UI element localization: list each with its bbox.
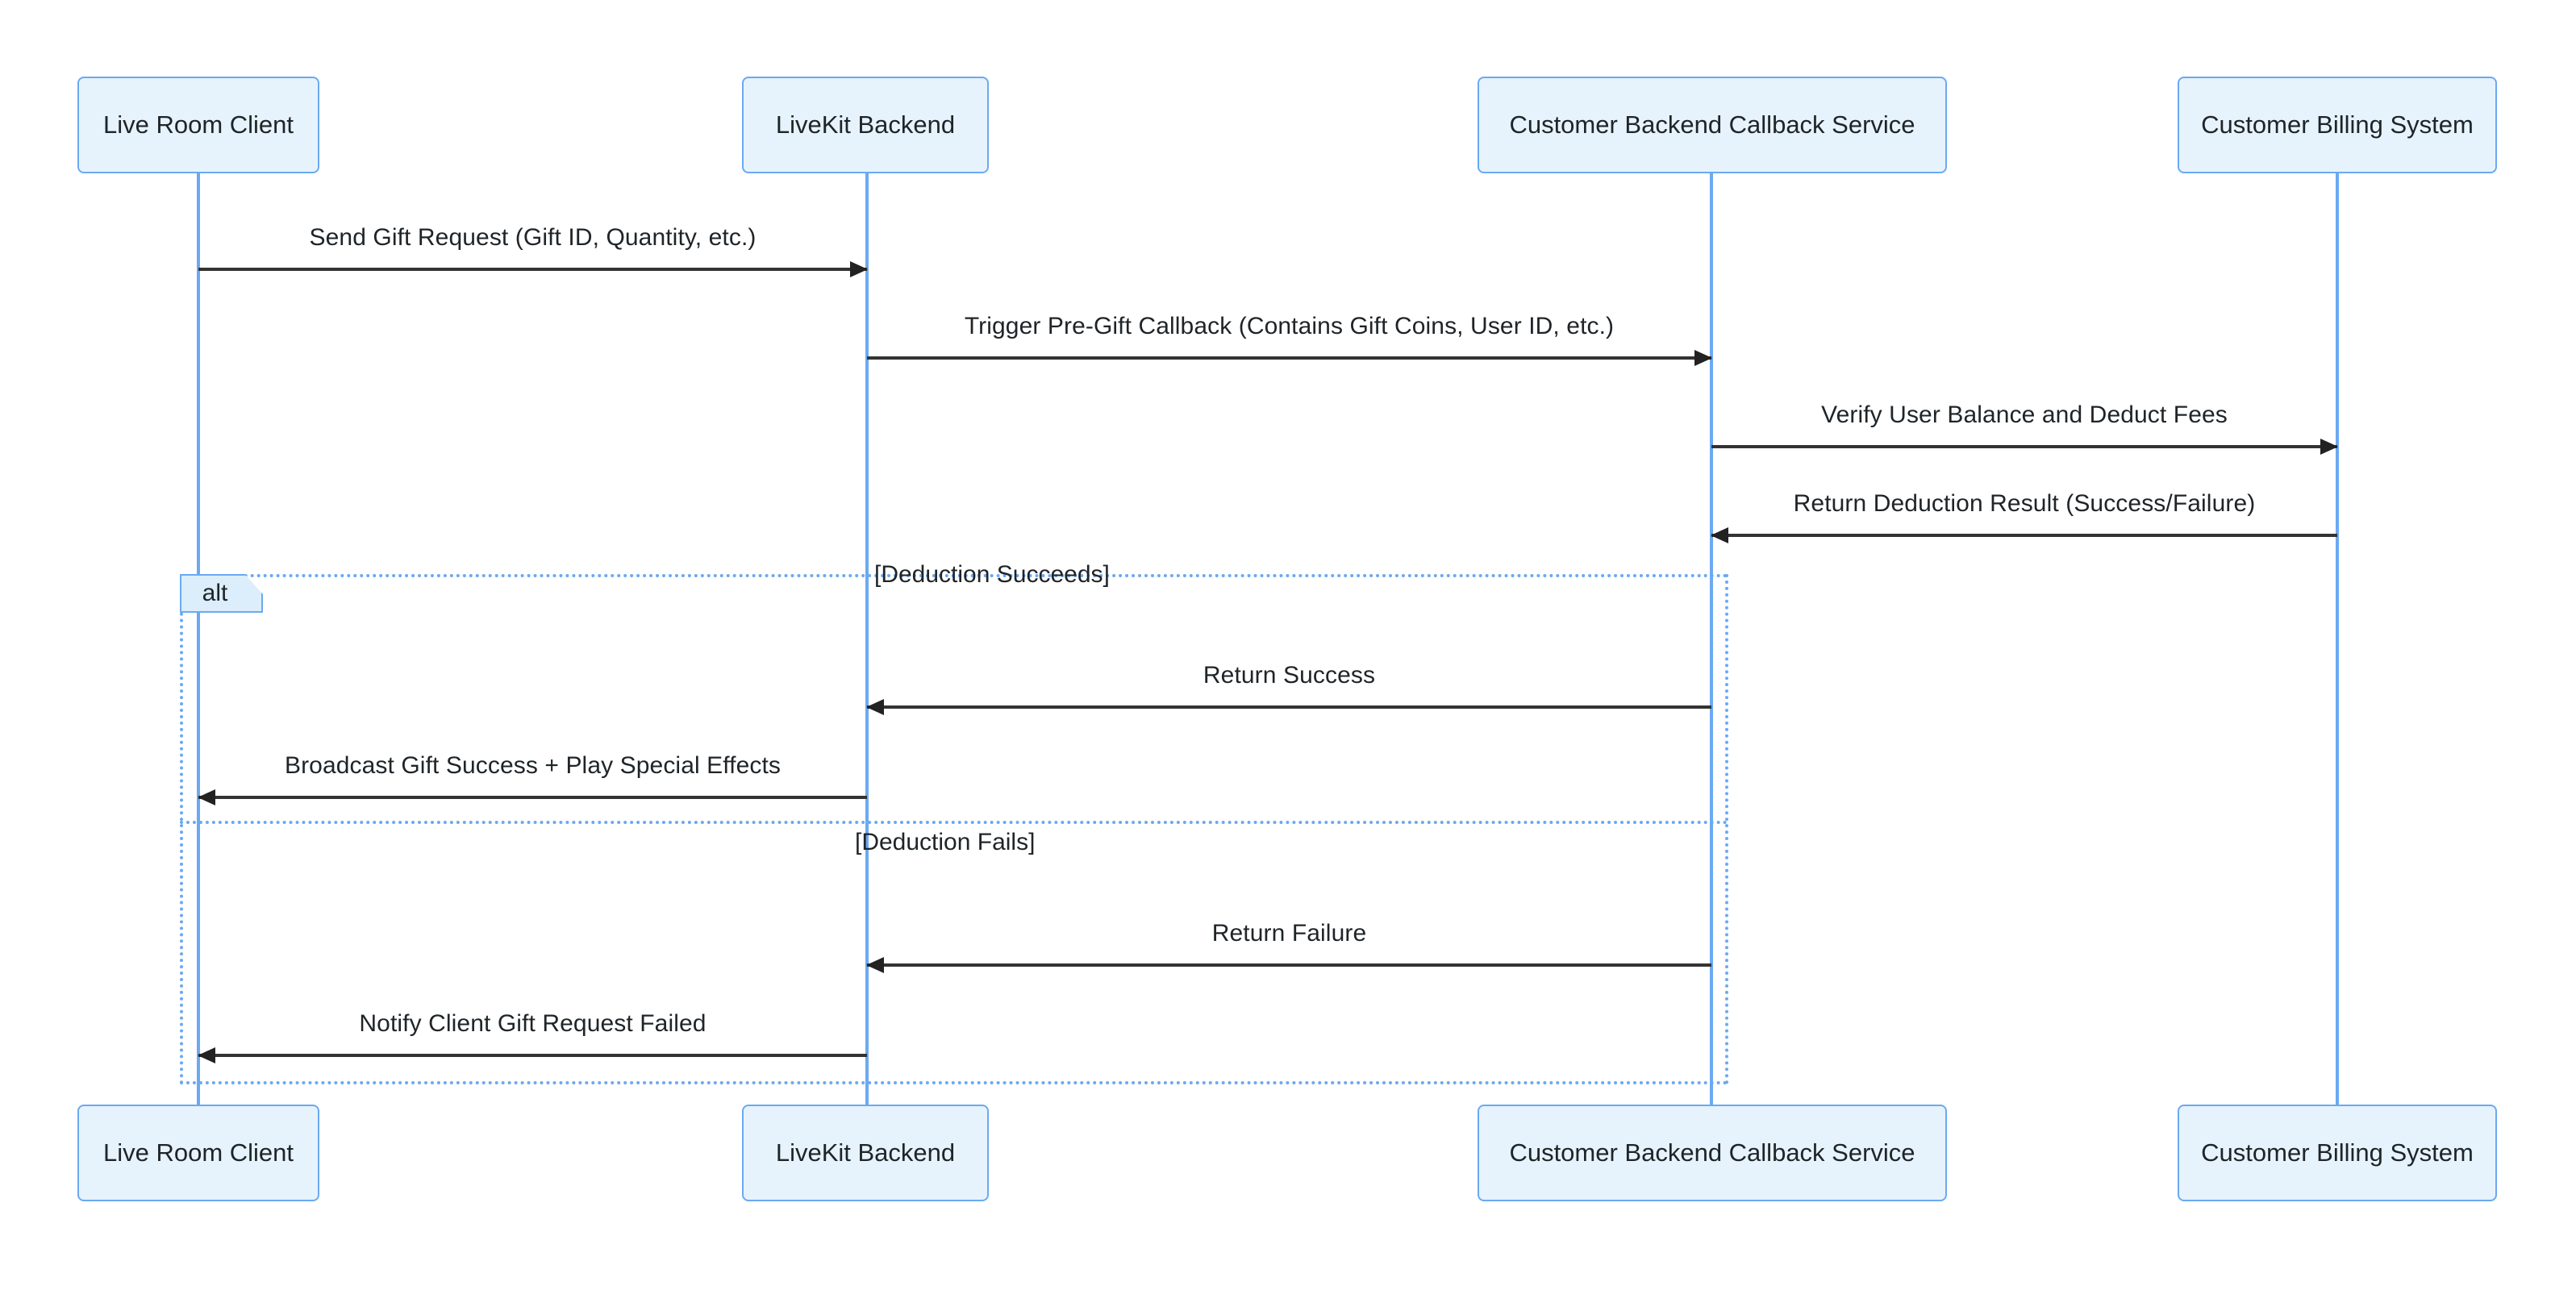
participant-footer-live-room-client[interactable]: Live Room Client [77,1105,319,1201]
alt-condition-deduction-succeeds: [Deduction Succeeds] [874,561,1110,589]
message-return-deduction-result-line [1711,534,2337,537]
participant-header-customer-backend-callback-service-label: Customer Backend Callback Service [1509,110,1915,139]
participant-header-live-room-client-label: Live Room Client [102,110,294,139]
participant-footer-customer-backend-callback-service-label: Customer Backend Callback Service [1509,1138,1915,1167]
participant-header-livekit-backend[interactable]: LiveKit Backend [742,77,989,173]
message-return-success-line [867,705,1711,709]
message-trigger-pre-gift-callback-label: Trigger Pre-Gift Callback (Contains Gift… [964,313,1615,339]
arrowhead-left-icon [866,957,884,973]
message-trigger-pre-gift-callback-line [867,356,1711,360]
alt-condition-deduction-fails: [Deduction Fails] [855,829,1035,856]
participant-footer-customer-billing-system[interactable]: Customer Billing System [2178,1105,2497,1201]
message-return-failure-line [867,963,1711,967]
alt-fragment-operator-label: alt [202,580,228,606]
lifeline-customer-billing-system [2336,173,2339,1107]
participant-header-customer-billing-system[interactable]: Customer Billing System [2178,77,2497,173]
participant-header-livekit-backend-label: LiveKit Backend [775,110,956,139]
arrowhead-right-icon [1694,350,1712,366]
arrowhead-left-icon [866,699,884,715]
participant-footer-live-room-client-label: Live Room Client [102,1138,294,1167]
alt-condition-deduction-fails-label: [Deduction Fails] [855,829,1036,855]
message-return-failure-label: Return Failure [1211,920,1367,947]
participant-header-customer-backend-callback-service[interactable]: Customer Backend Callback Service [1478,77,1947,173]
message-verify-user-balance-label: Verify User Balance and Deduct Fees [1821,402,2228,428]
arrowhead-right-icon [850,261,868,277]
message-notify-client-gift-request-failed-line [198,1054,867,1057]
participant-header-live-room-client[interactable]: Live Room Client [77,77,319,173]
participant-footer-customer-billing-system-label: Customer Billing System [2201,1138,2474,1167]
arrowhead-left-icon [198,789,215,805]
participant-header-customer-billing-system-label: Customer Billing System [2201,110,2474,139]
arrowhead-left-icon [198,1047,215,1063]
arrowhead-right-icon [2320,439,2338,455]
message-verify-user-balance-line [1711,445,2337,448]
message-return-success-label: Return Success [1203,662,1376,689]
participant-footer-livekit-backend[interactable]: LiveKit Backend [742,1105,989,1201]
message-send-gift-request-line [198,268,867,271]
message-send-gift-request-label: Send Gift Request (Gift ID, Quantity, et… [309,224,757,251]
alt-fragment-divider [180,821,1728,824]
lifeline-live-room-client [197,173,200,1107]
alt-fragment-operator-tag: alt [180,574,263,613]
message-notify-client-gift-request-failed-label: Notify Client Gift Request Failed [359,1010,707,1037]
message-broadcast-gift-success-line [198,796,867,799]
lifeline-livekit-backend [865,173,869,1107]
participant-footer-customer-backend-callback-service[interactable]: Customer Backend Callback Service [1478,1105,1947,1201]
participant-footer-livekit-backend-label: LiveKit Backend [775,1138,956,1167]
arrowhead-left-icon [1711,527,1728,543]
alt-condition-deduction-succeeds-label: [Deduction Succeeds] [874,561,1110,588]
message-broadcast-gift-success-label: Broadcast Gift Success + Play Special Ef… [284,752,782,779]
message-return-deduction-result-label: Return Deduction Result (Success/Failure… [1793,490,2256,517]
lifeline-customer-backend-callback [1710,173,1713,1107]
